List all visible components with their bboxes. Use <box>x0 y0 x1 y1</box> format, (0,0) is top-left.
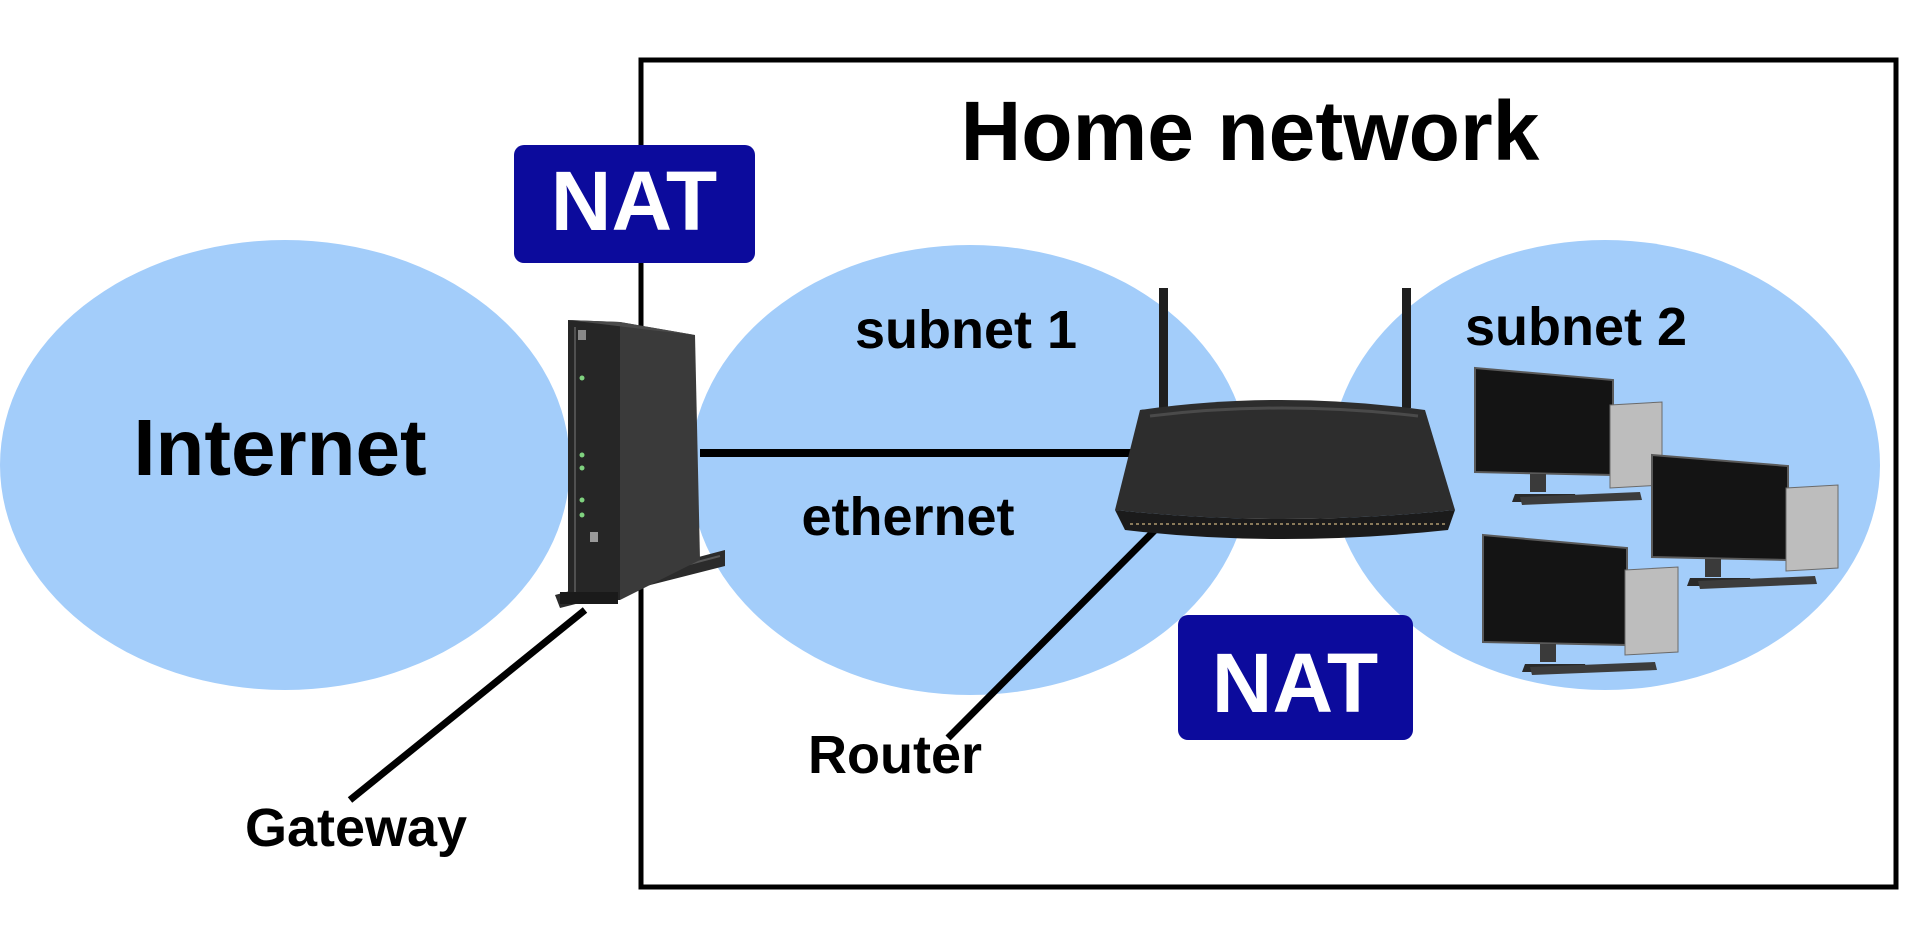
desktop-computer-icon <box>1482 533 1679 675</box>
router-nat-label: NAT <box>1212 636 1378 730</box>
router-callout-line <box>945 527 1158 741</box>
wireless-router-icon <box>1115 288 1455 539</box>
internet-label: Internet <box>133 403 426 492</box>
gateway-callout-line <box>347 607 588 803</box>
subnet-1-cloud <box>690 245 1250 695</box>
subnet-1-label: subnet 1 <box>855 300 1077 360</box>
gateway-label: Gateway <box>245 798 467 858</box>
desktop-computer-icon <box>1651 453 1839 589</box>
subnet-2-label: subnet 2 <box>1465 297 1687 357</box>
router-nat-badge: NAT <box>1178 615 1413 740</box>
gateway-nat-label: NAT <box>551 154 717 248</box>
internet-cloud <box>0 240 570 690</box>
gateway-modem-icon <box>555 320 725 608</box>
router-label: Router <box>808 725 982 785</box>
gateway-nat-badge: NAT <box>514 145 755 263</box>
desktop-computer-icon <box>1474 366 1663 505</box>
home-network-title: Home network <box>961 84 1540 178</box>
ethernet-label: ethernet <box>801 487 1014 547</box>
